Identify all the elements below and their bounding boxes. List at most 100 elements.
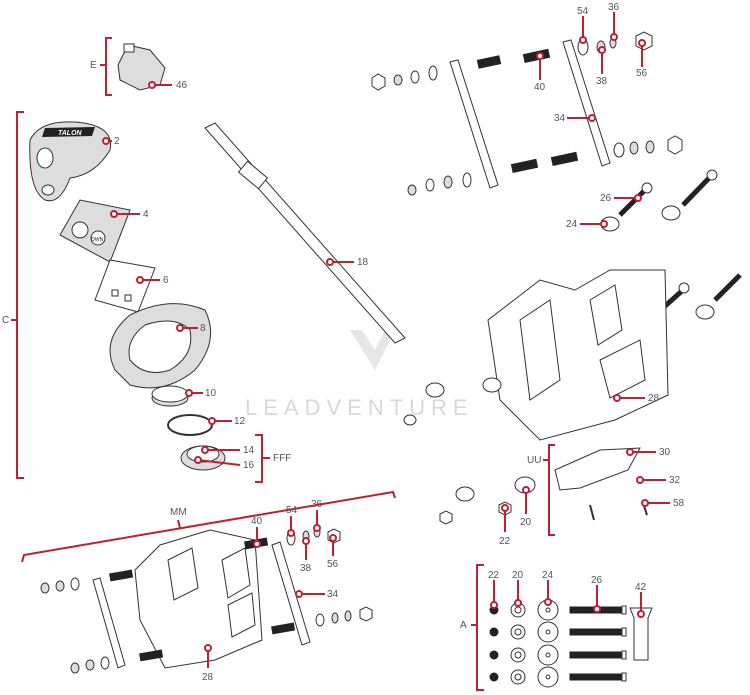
- svg-text:40: 40: [534, 82, 546, 93]
- svg-text:10: 10: [205, 388, 217, 399]
- callout-32: 32: [636, 475, 681, 486]
- svg-text:8: 8: [200, 323, 206, 334]
- svg-text:54: 54: [286, 505, 298, 516]
- callout-28-bottom: 28: [202, 644, 214, 683]
- callout-26-top: 26: [600, 193, 642, 204]
- svg-text:30: 30: [659, 447, 671, 458]
- battery-part: [151, 385, 189, 407]
- callout-40-top: 40: [534, 52, 546, 93]
- callout-38-top: 38: [596, 46, 608, 87]
- group-label-a: A: [460, 620, 467, 631]
- group-label-fff: FFF: [273, 453, 291, 464]
- callouts: 46 2 4 6 8 10 12 14 16 18 54 36 38 56 40…: [102, 2, 685, 683]
- left-mount-part: [40, 526, 373, 674]
- watermark-text: LEADVENTURE: [245, 395, 474, 420]
- bracket-mm: MM: [21, 490, 396, 563]
- svg-text:38: 38: [596, 76, 608, 87]
- svg-text:32: 32: [669, 475, 681, 486]
- callout-10: 10: [185, 388, 217, 399]
- remote-shell-part: TALON: [29, 121, 112, 202]
- bracket-e: E: [90, 37, 112, 96]
- svg-text:58: 58: [673, 498, 685, 509]
- svg-text:18: 18: [357, 257, 369, 268]
- callout-12: 12: [208, 416, 246, 427]
- svg-text:40: 40: [251, 516, 263, 527]
- bracket-a: A: [460, 564, 484, 691]
- svg-text:36: 36: [311, 499, 323, 510]
- group-label-mm: MM: [170, 507, 187, 518]
- bracket-fff: FFF: [255, 434, 291, 483]
- keypad-part: OWN: [59, 199, 131, 263]
- svg-text:36: 36: [608, 2, 620, 13]
- svg-text:24: 24: [566, 219, 578, 230]
- svg-text:20: 20: [512, 570, 524, 581]
- callout-22-uu: 22: [499, 504, 511, 547]
- callout-36-top: 36: [608, 2, 620, 41]
- watermark: LEADVENTURE: [245, 330, 474, 420]
- callout-16: 16: [194, 456, 255, 471]
- callout-40-bottom: 40: [251, 516, 263, 548]
- svg-text:26: 26: [591, 575, 603, 586]
- bracket-c: C: [2, 111, 24, 479]
- svg-text:16: 16: [243, 460, 255, 471]
- svg-text:22: 22: [499, 536, 511, 547]
- callout-42-a: 42: [635, 582, 647, 618]
- callout-8: 8: [176, 323, 206, 334]
- callout-14: 14: [201, 445, 255, 456]
- callout-36-bottom: 36: [311, 499, 323, 532]
- callout-20-uu: 20: [520, 486, 532, 528]
- bracket-uu: UU: [527, 444, 555, 536]
- svg-text:28: 28: [648, 393, 660, 404]
- svg-text:34: 34: [327, 589, 339, 600]
- svg-text:34: 34: [554, 113, 566, 124]
- callout-56-bottom: 56: [327, 534, 339, 570]
- callout-34-bottom: 34: [295, 589, 339, 600]
- svg-text:14: 14: [243, 445, 255, 456]
- callout-26-a: 26: [591, 575, 603, 613]
- svg-text:46: 46: [176, 80, 188, 91]
- callout-28-right: 28: [613, 393, 660, 404]
- strap-part: [204, 122, 406, 344]
- callout-34-top: 34: [554, 113, 596, 124]
- group-label-e: E: [90, 60, 97, 71]
- svg-text:28: 28: [202, 672, 214, 683]
- svg-text:56: 56: [636, 68, 648, 79]
- callout-54-top: 54: [577, 6, 589, 44]
- callout-30: 30: [626, 447, 671, 458]
- svg-text:54: 54: [577, 6, 589, 17]
- callout-24-a: 24: [542, 570, 554, 606]
- svg-text:42: 42: [635, 582, 647, 593]
- o-ring-part: [167, 414, 213, 436]
- svg-text:2: 2: [114, 136, 120, 147]
- callout-6: 6: [136, 275, 169, 286]
- remote-logo-text: TALON: [58, 130, 83, 137]
- group-label-uu: UU: [527, 455, 541, 466]
- callout-18: 18: [326, 257, 369, 268]
- right-mount-part: [487, 269, 669, 441]
- group-label-c: C: [2, 315, 9, 326]
- svg-text:4: 4: [143, 209, 149, 220]
- svg-text:38: 38: [300, 563, 312, 574]
- callout-54-bottom: 54: [286, 505, 298, 537]
- callout-24-top: 24: [566, 219, 608, 230]
- remote-top-part: [117, 43, 166, 91]
- back-case-part: [109, 303, 212, 389]
- svg-text:26: 26: [600, 193, 612, 204]
- callout-4: 4: [110, 209, 149, 220]
- svg-text:56: 56: [327, 559, 339, 570]
- svg-text:12: 12: [234, 416, 246, 427]
- keypad-button-text: OWN: [91, 237, 104, 243]
- callout-38-bottom: 38: [300, 537, 312, 574]
- svg-text:6: 6: [163, 275, 169, 286]
- callout-58: 58: [641, 498, 685, 509]
- circuit-board-part: [94, 259, 156, 313]
- callout-46: 46: [148, 80, 188, 91]
- svg-text:20: 20: [520, 517, 532, 528]
- callout-20-a: 20: [512, 570, 524, 607]
- kit-a-hardware: [489, 599, 653, 688]
- svg-text:24: 24: [542, 570, 554, 581]
- callout-22-a: 22: [488, 570, 500, 609]
- svg-text:22: 22: [488, 570, 500, 581]
- callout-2: 2: [102, 136, 120, 147]
